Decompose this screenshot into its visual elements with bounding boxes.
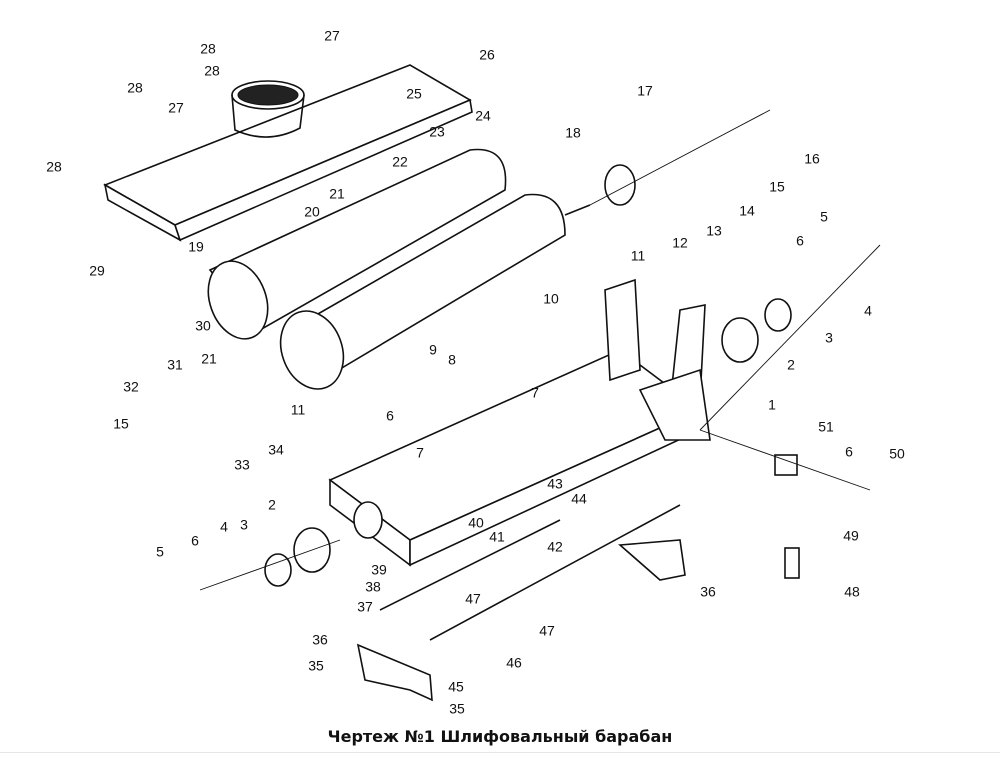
part-number-label: 23: [429, 124, 445, 140]
part-number-label: 41: [489, 529, 505, 545]
part-number-label: 10: [543, 291, 559, 307]
part-number-label: 16: [804, 151, 820, 167]
part-number-label: 28: [46, 159, 62, 175]
part-number-label: 7: [531, 385, 539, 401]
assembly-axes: [199, 109, 881, 591]
part-number-label: 17: [637, 83, 653, 99]
part-number-label: 14: [739, 203, 755, 219]
part-number-label: 6: [796, 233, 804, 249]
part-number-label: 11: [291, 402, 306, 418]
part-number-label: 43: [547, 476, 563, 492]
part-number-label: 45: [448, 679, 464, 695]
part-number-label: 30: [195, 318, 211, 334]
divider: [0, 752, 1000, 753]
part-number-label: 22: [392, 154, 408, 170]
bearings: [264, 164, 800, 702]
part-number-label: 39: [371, 562, 387, 578]
part-number-label: 28: [204, 63, 220, 79]
part-number-label: 27: [168, 100, 184, 116]
part-number-label: 19: [188, 239, 204, 255]
part-number-label: 21: [329, 186, 345, 202]
part-number-label: 32: [123, 379, 139, 395]
part-number-label: 46: [506, 655, 522, 671]
part-number-label: 7: [416, 445, 424, 461]
part-number-label: 36: [312, 632, 328, 648]
part-number-label: 12: [672, 235, 688, 251]
part-number-label: 9: [429, 342, 437, 358]
sanding-drum: [207, 148, 591, 390]
part-number-label: 2: [268, 497, 276, 513]
part-number-label: 38: [365, 579, 381, 595]
drawing-caption: Чертеж №1 Шлифовальный барабан: [327, 727, 673, 746]
part-number-label: 8: [448, 352, 456, 368]
part-number-label: 25: [406, 86, 422, 102]
part-number-label: 31: [167, 357, 183, 373]
part-number-label: 36: [700, 584, 716, 600]
part-number-label: 51: [818, 419, 834, 435]
part-number-label: 27: [324, 28, 340, 44]
part-number-label: 15: [769, 179, 785, 195]
part-number-label: 5: [156, 544, 164, 560]
part-number-label: 34: [268, 442, 284, 458]
part-number-label: 6: [386, 408, 394, 424]
part-number-label: 35: [308, 658, 324, 674]
dust-cover: [103, 64, 473, 242]
part-number-label: 4: [220, 519, 228, 535]
part-number-label: 20: [304, 204, 320, 220]
part-number-label: 15: [113, 416, 129, 432]
part-number-label: 28: [200, 41, 216, 57]
part-number-label: 11: [631, 248, 646, 264]
part-number-label: 48: [844, 584, 860, 600]
part-number-label: 50: [889, 446, 905, 462]
part-number-label: 1: [768, 397, 776, 413]
part-number-label: 21: [201, 351, 217, 367]
part-number-label: 49: [843, 528, 859, 544]
part-number-label: 40: [468, 515, 484, 531]
part-number-label: 24: [475, 108, 491, 124]
part-number-label: 35: [449, 701, 465, 717]
part-number-label: 42: [547, 539, 563, 555]
part-number-label: 13: [706, 223, 722, 239]
part-number-label: 6: [845, 444, 853, 460]
part-number-label: 18: [565, 125, 581, 141]
part-number-label: 33: [234, 457, 250, 473]
part-number-label: 28: [127, 80, 143, 96]
part-number-label: 2: [787, 357, 795, 373]
part-number-label: 3: [240, 517, 248, 533]
part-number-label: 47: [539, 623, 555, 639]
part-number-label: 4: [864, 303, 872, 319]
part-number-label: 3: [825, 330, 833, 346]
part-number-label: 47: [465, 591, 481, 607]
part-number-label: 6: [191, 533, 199, 549]
part-number-label: 37: [357, 599, 373, 615]
part-number-label: 5: [820, 209, 828, 225]
part-number-label: 29: [89, 263, 105, 279]
part-number-label: 26: [479, 47, 495, 63]
part-number-label: 44: [571, 491, 587, 507]
drum-frame: [328, 278, 711, 567]
